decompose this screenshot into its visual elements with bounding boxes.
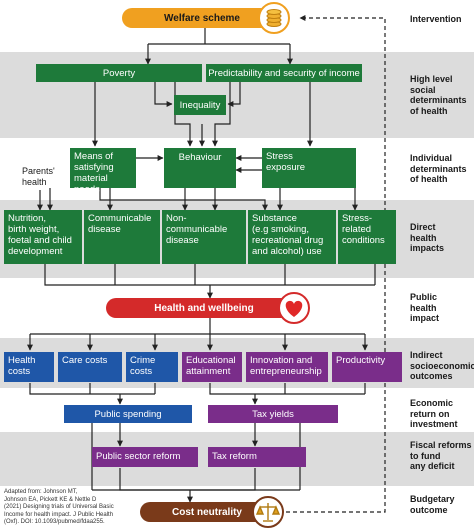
welfare-scheme-pill: Welfare scheme — [122, 8, 282, 28]
node-behaviour: Behaviour — [164, 148, 236, 188]
source-footnote: Adapted from: Johnson MT, Johnson EA, Pi… — [4, 489, 114, 525]
label-individual: Individual determinants of health — [410, 153, 467, 184]
label-public-health: Public health impact — [410, 292, 440, 323]
node-inequality: Inequality — [174, 95, 226, 115]
node-nutrition: Nutrition, birth weight, foetal and chil… — [4, 210, 82, 264]
node-parents-health: Parents' health — [22, 166, 55, 187]
node-education: Educational attainment — [182, 352, 242, 382]
node-productivity: Productivity — [332, 352, 402, 382]
node-innovation: Innovation and entrepreneurship — [246, 352, 328, 382]
coins-icon — [258, 2, 290, 34]
node-poverty: Poverty — [36, 64, 202, 82]
heart-icon — [278, 292, 310, 324]
label-indirect: Indirect socioeconomic outcomes — [410, 350, 474, 381]
node-tax-reform: Tax reform — [208, 447, 306, 467]
health-wellbeing-pill: Health and wellbeing — [106, 298, 302, 318]
node-stress-related: Stress- related conditions — [338, 210, 396, 264]
node-means: Means of satisfying material needs — [70, 148, 136, 195]
node-substance: Substance (e.g smoking, recreational dru… — [248, 210, 336, 264]
label-intervention: Intervention — [410, 14, 462, 24]
node-public-sector-reform: Public sector reform — [92, 447, 198, 467]
node-noncommunicable: Non- communicable disease — [162, 210, 246, 264]
node-stress: Stress exposure — [262, 148, 356, 188]
node-care-costs: Care costs — [58, 352, 122, 382]
node-communicable: Communicable disease — [84, 210, 160, 264]
node-crime-costs: Crime costs — [126, 352, 178, 382]
label-high-level: High level social determinants of health — [410, 74, 467, 116]
label-fiscal: Fiscal reforms to fund any deficit — [410, 440, 472, 471]
cost-neutrality-pill: Cost neutrality — [140, 502, 274, 522]
label-budgetary: Budgetary outcome — [410, 494, 455, 515]
node-public-spending: Public spending — [64, 405, 192, 423]
label-economic: Economic return on investment — [410, 398, 458, 429]
label-direct: Direct health impacts — [410, 222, 445, 253]
node-tax-yields: Tax yields — [208, 405, 338, 423]
scales-icon — [252, 496, 284, 528]
node-predictability: Predictability and security of income — [206, 64, 362, 82]
node-health-costs: Health costs — [4, 352, 54, 382]
